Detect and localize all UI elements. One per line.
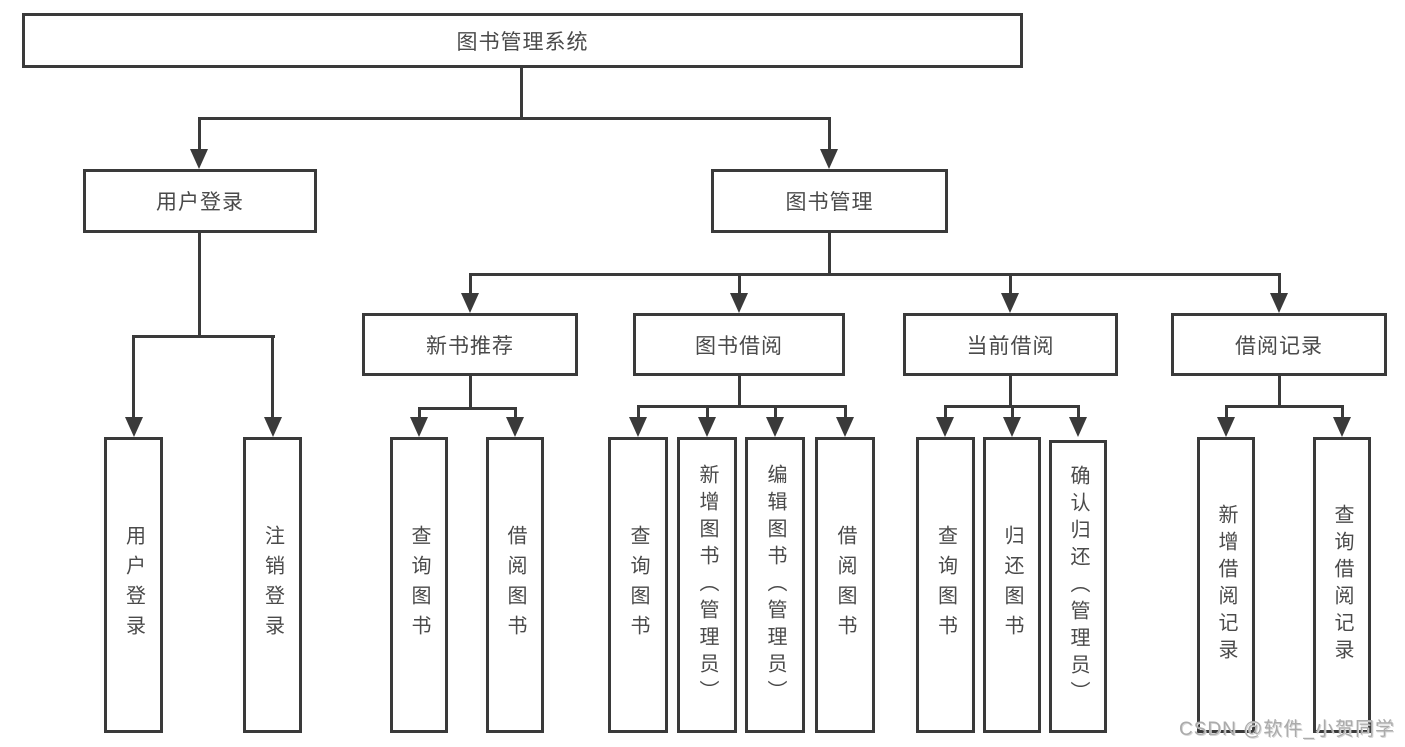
node-book-borrowing-label: 图书借阅 [695,334,783,358]
node-new-book-recommend-label: 新书推荐 [426,334,514,358]
node-book-management: 图书管理 [711,169,948,233]
node-add-book-admin: 新增图书（管理员） [677,437,737,733]
node-user-login-leaf: 用户登录 [104,437,163,733]
leaf-label: 借阅图书 [504,525,526,645]
arrowhead-icon [506,417,524,437]
connector-shaft [636,405,640,419]
connector-borrowing-records-split [1224,405,1344,408]
connector-book-borrowing-trunk [737,376,741,405]
connector-shaft [1008,273,1012,295]
node-root: 图书管理系统 [22,13,1023,68]
connector-shaft [1340,405,1344,419]
arrowhead-icon [766,417,784,437]
leaf-label: 新增借阅记录 [1215,504,1237,666]
connector-book-management-trunk [827,233,831,273]
node-add-borrow-record: 新增借阅记录 [1197,437,1255,733]
connector-shaft [705,405,709,419]
connector-shaft [271,335,274,419]
connector-shaft [417,407,421,419]
node-query-books-borrowing: 查询图书 [608,437,668,733]
node-current-borrowing: 当前借阅 [903,313,1118,376]
arrowhead-icon [1069,417,1087,437]
arrowhead-icon [461,293,479,313]
connector-current-borrowing-trunk [1008,376,1012,405]
connector-shaft [513,407,517,419]
connector-shaft [843,405,847,419]
leaf-label: 查询图书 [934,525,957,645]
arrowhead-icon [629,417,647,437]
arrowhead-icon [410,417,428,437]
connector-shaft [737,273,741,295]
connector-shaft [827,117,831,151]
node-edit-book-admin: 编辑图书（管理员） [745,437,805,733]
node-book-management-label: 图书管理 [785,191,874,214]
node-book-borrowing: 图书借阅 [633,313,845,376]
node-logout: 注销登录 [243,437,302,733]
connector-user-login-trunk [197,233,201,335]
node-borrow-books: 借阅图书 [815,437,875,733]
arrowhead-icon [124,417,143,437]
node-user-login-label: 用户登录 [156,191,244,214]
connector-shaft [132,335,135,419]
connector-user-login-split [132,335,275,338]
leaf-label: 注销登录 [261,525,284,645]
node-user-login: 用户登录 [83,169,317,233]
leaf-label: 查询图书 [627,525,649,645]
leaf-label: 借阅图书 [834,525,856,645]
arrowhead-icon [1270,293,1288,313]
node-query-borrow-record: 查询借阅记录 [1313,437,1371,733]
node-query-books-current: 查询图书 [916,437,975,733]
leaf-label: 查询图书 [408,525,430,645]
connector-shaft [1224,405,1228,419]
arrowhead-icon [820,149,838,169]
connector-shaft [1076,405,1080,419]
connector-shaft [197,117,201,151]
arrowhead-icon [1003,417,1021,437]
connector-new-book-trunk [468,376,472,407]
connector-new-book-split [417,407,517,410]
connector-root-split [197,117,831,120]
leaf-label: 用户登录 [122,525,145,645]
leaf-label: 新增图书（管理员） [696,463,718,707]
node-root-label: 图书管理系统 [456,30,589,54]
node-borrowing-records: 借阅记录 [1171,313,1387,376]
node-new-book-recommend: 新书推荐 [362,313,578,376]
leaf-label: 编辑图书（管理员） [764,463,786,707]
connector-shaft [943,405,947,419]
arrowhead-icon [1217,417,1235,437]
connector-book-management-split [468,273,1281,276]
connector-shaft [773,405,777,419]
connector-root-trunk [519,68,523,117]
arrowhead-icon [836,417,854,437]
arrowhead-icon [1333,417,1351,437]
arrowhead-icon [1001,293,1019,313]
csdn-watermark: CSDN @软件_小贺同学 [1179,719,1395,740]
arrowhead-icon [190,149,208,169]
node-current-borrowing-label: 当前借阅 [966,334,1055,358]
connector-shaft [468,273,472,295]
arrowhead-icon [936,417,954,437]
connector-book-borrowing-split [636,405,847,408]
connector-shaft [1010,405,1014,419]
node-confirm-return-admin: 确认归还（管理员） [1049,440,1107,733]
node-borrowing-records-label: 借阅记录 [1235,334,1323,358]
arrowhead-icon [263,417,282,437]
arrowhead-icon [730,293,748,313]
node-query-books-recommend: 查询图书 [390,437,448,733]
leaf-label: 确认归还（管理员） [1067,465,1089,708]
leaf-label: 查询借阅记录 [1331,504,1353,666]
connector-borrowing-records-trunk [1277,376,1281,405]
node-borrow-books-recommend: 借阅图书 [486,437,544,733]
connector-shaft [1277,273,1281,295]
arrowhead-icon [698,417,716,437]
leaf-label: 归还图书 [1001,525,1023,645]
node-return-books: 归还图书 [983,437,1041,733]
